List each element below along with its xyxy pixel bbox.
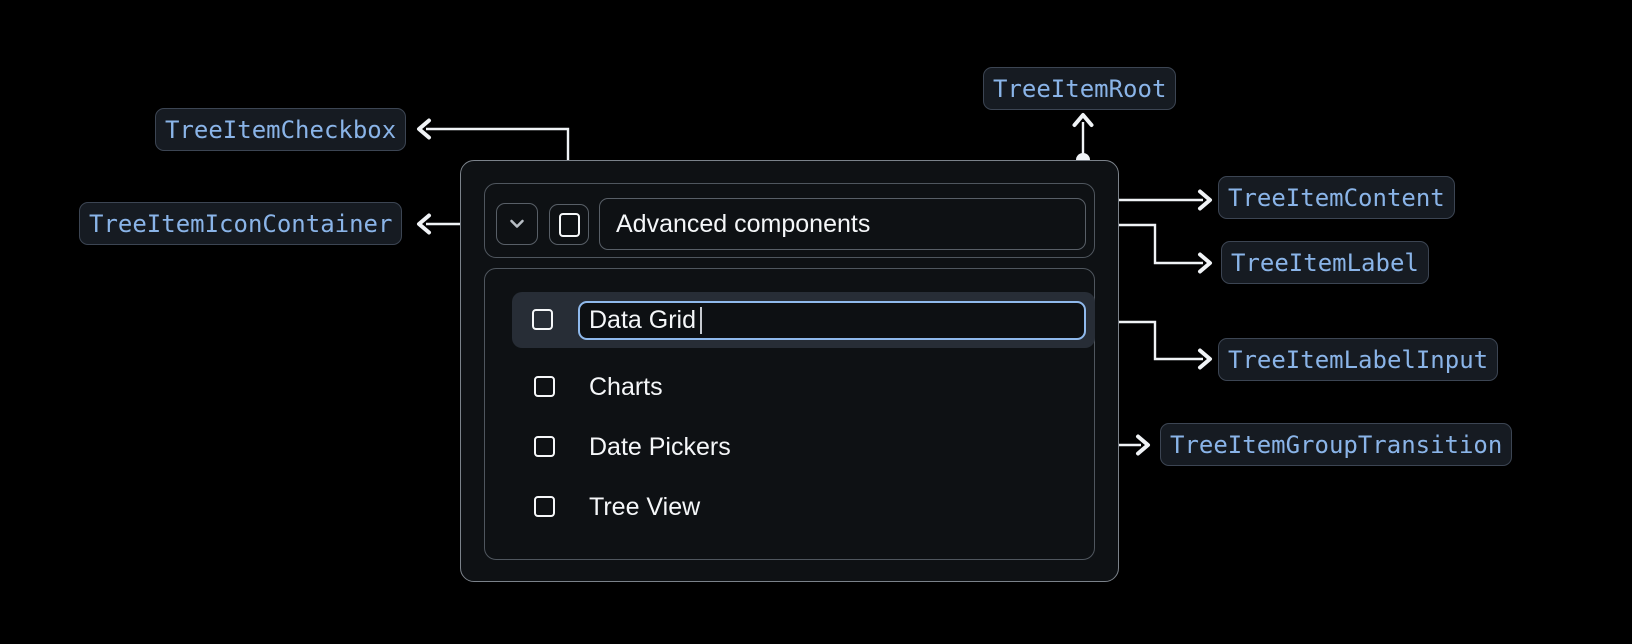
tree-item-group-transition: Data Grid Charts Date Pickers Tree View bbox=[484, 268, 1095, 560]
label-input-value: Data Grid bbox=[589, 306, 696, 334]
checkbox-unchecked-icon bbox=[558, 212, 580, 237]
tree-item-label-input[interactable]: Data Grid bbox=[578, 301, 1086, 340]
tree-item-content[interactable]: Advanced components bbox=[484, 183, 1095, 258]
chevron-down-icon bbox=[510, 219, 524, 228]
badge-label: TreeItemGroupTransition bbox=[1170, 430, 1503, 459]
badge-tree-item-label: TreeItemLabel bbox=[1221, 241, 1429, 284]
badge-label: TreeItemRoot bbox=[993, 74, 1167, 103]
checkbox-unchecked-icon[interactable] bbox=[534, 376, 555, 397]
checkbox-unchecked-icon[interactable] bbox=[534, 436, 555, 457]
badge-label: TreeItemCheckbox bbox=[165, 115, 397, 144]
tree-item-label-text: Tree View bbox=[589, 492, 701, 521]
tree-item-row[interactable]: Date Pickers bbox=[512, 419, 1095, 475]
tree-item-icon-container[interactable] bbox=[496, 203, 538, 245]
badge-tree-item-root: TreeItemRoot bbox=[983, 67, 1177, 110]
tree-item-row[interactable]: Charts bbox=[512, 359, 1095, 415]
tree-item-label-text: Charts bbox=[589, 372, 663, 401]
badge-tree-item-content: TreeItemContent bbox=[1218, 176, 1455, 219]
tree-item-label-text: Date Pickers bbox=[589, 432, 731, 461]
badge-tree-item-group-transition: TreeItemGroupTransition bbox=[1160, 423, 1513, 466]
tree-item-root: Advanced components Data Grid Charts Dat… bbox=[460, 160, 1119, 582]
badge-label: TreeItemIconContainer bbox=[89, 209, 393, 238]
text-caret-icon bbox=[699, 307, 703, 334]
tree-item-label-text: Advanced components bbox=[616, 209, 871, 238]
badge-tree-item-label-input: TreeItemLabelInput bbox=[1218, 338, 1499, 381]
tree-item-label[interactable]: Advanced components bbox=[599, 198, 1086, 250]
badge-tree-item-checkbox: TreeItemCheckbox bbox=[155, 108, 407, 151]
tree-item-row-editing[interactable]: Data Grid bbox=[512, 292, 1095, 348]
badge-label: TreeItemLabelInput bbox=[1228, 345, 1489, 374]
badge-tree-item-icon-container: TreeItemIconContainer bbox=[79, 202, 403, 245]
badge-label: TreeItemContent bbox=[1228, 183, 1445, 212]
tree-item-checkbox[interactable] bbox=[549, 204, 589, 245]
checkbox-unchecked-icon[interactable] bbox=[534, 496, 555, 517]
tree-item-row[interactable]: Tree View bbox=[512, 479, 1095, 535]
checkbox-unchecked-icon[interactable] bbox=[532, 309, 553, 330]
badge-label: TreeItemLabel bbox=[1231, 248, 1419, 277]
